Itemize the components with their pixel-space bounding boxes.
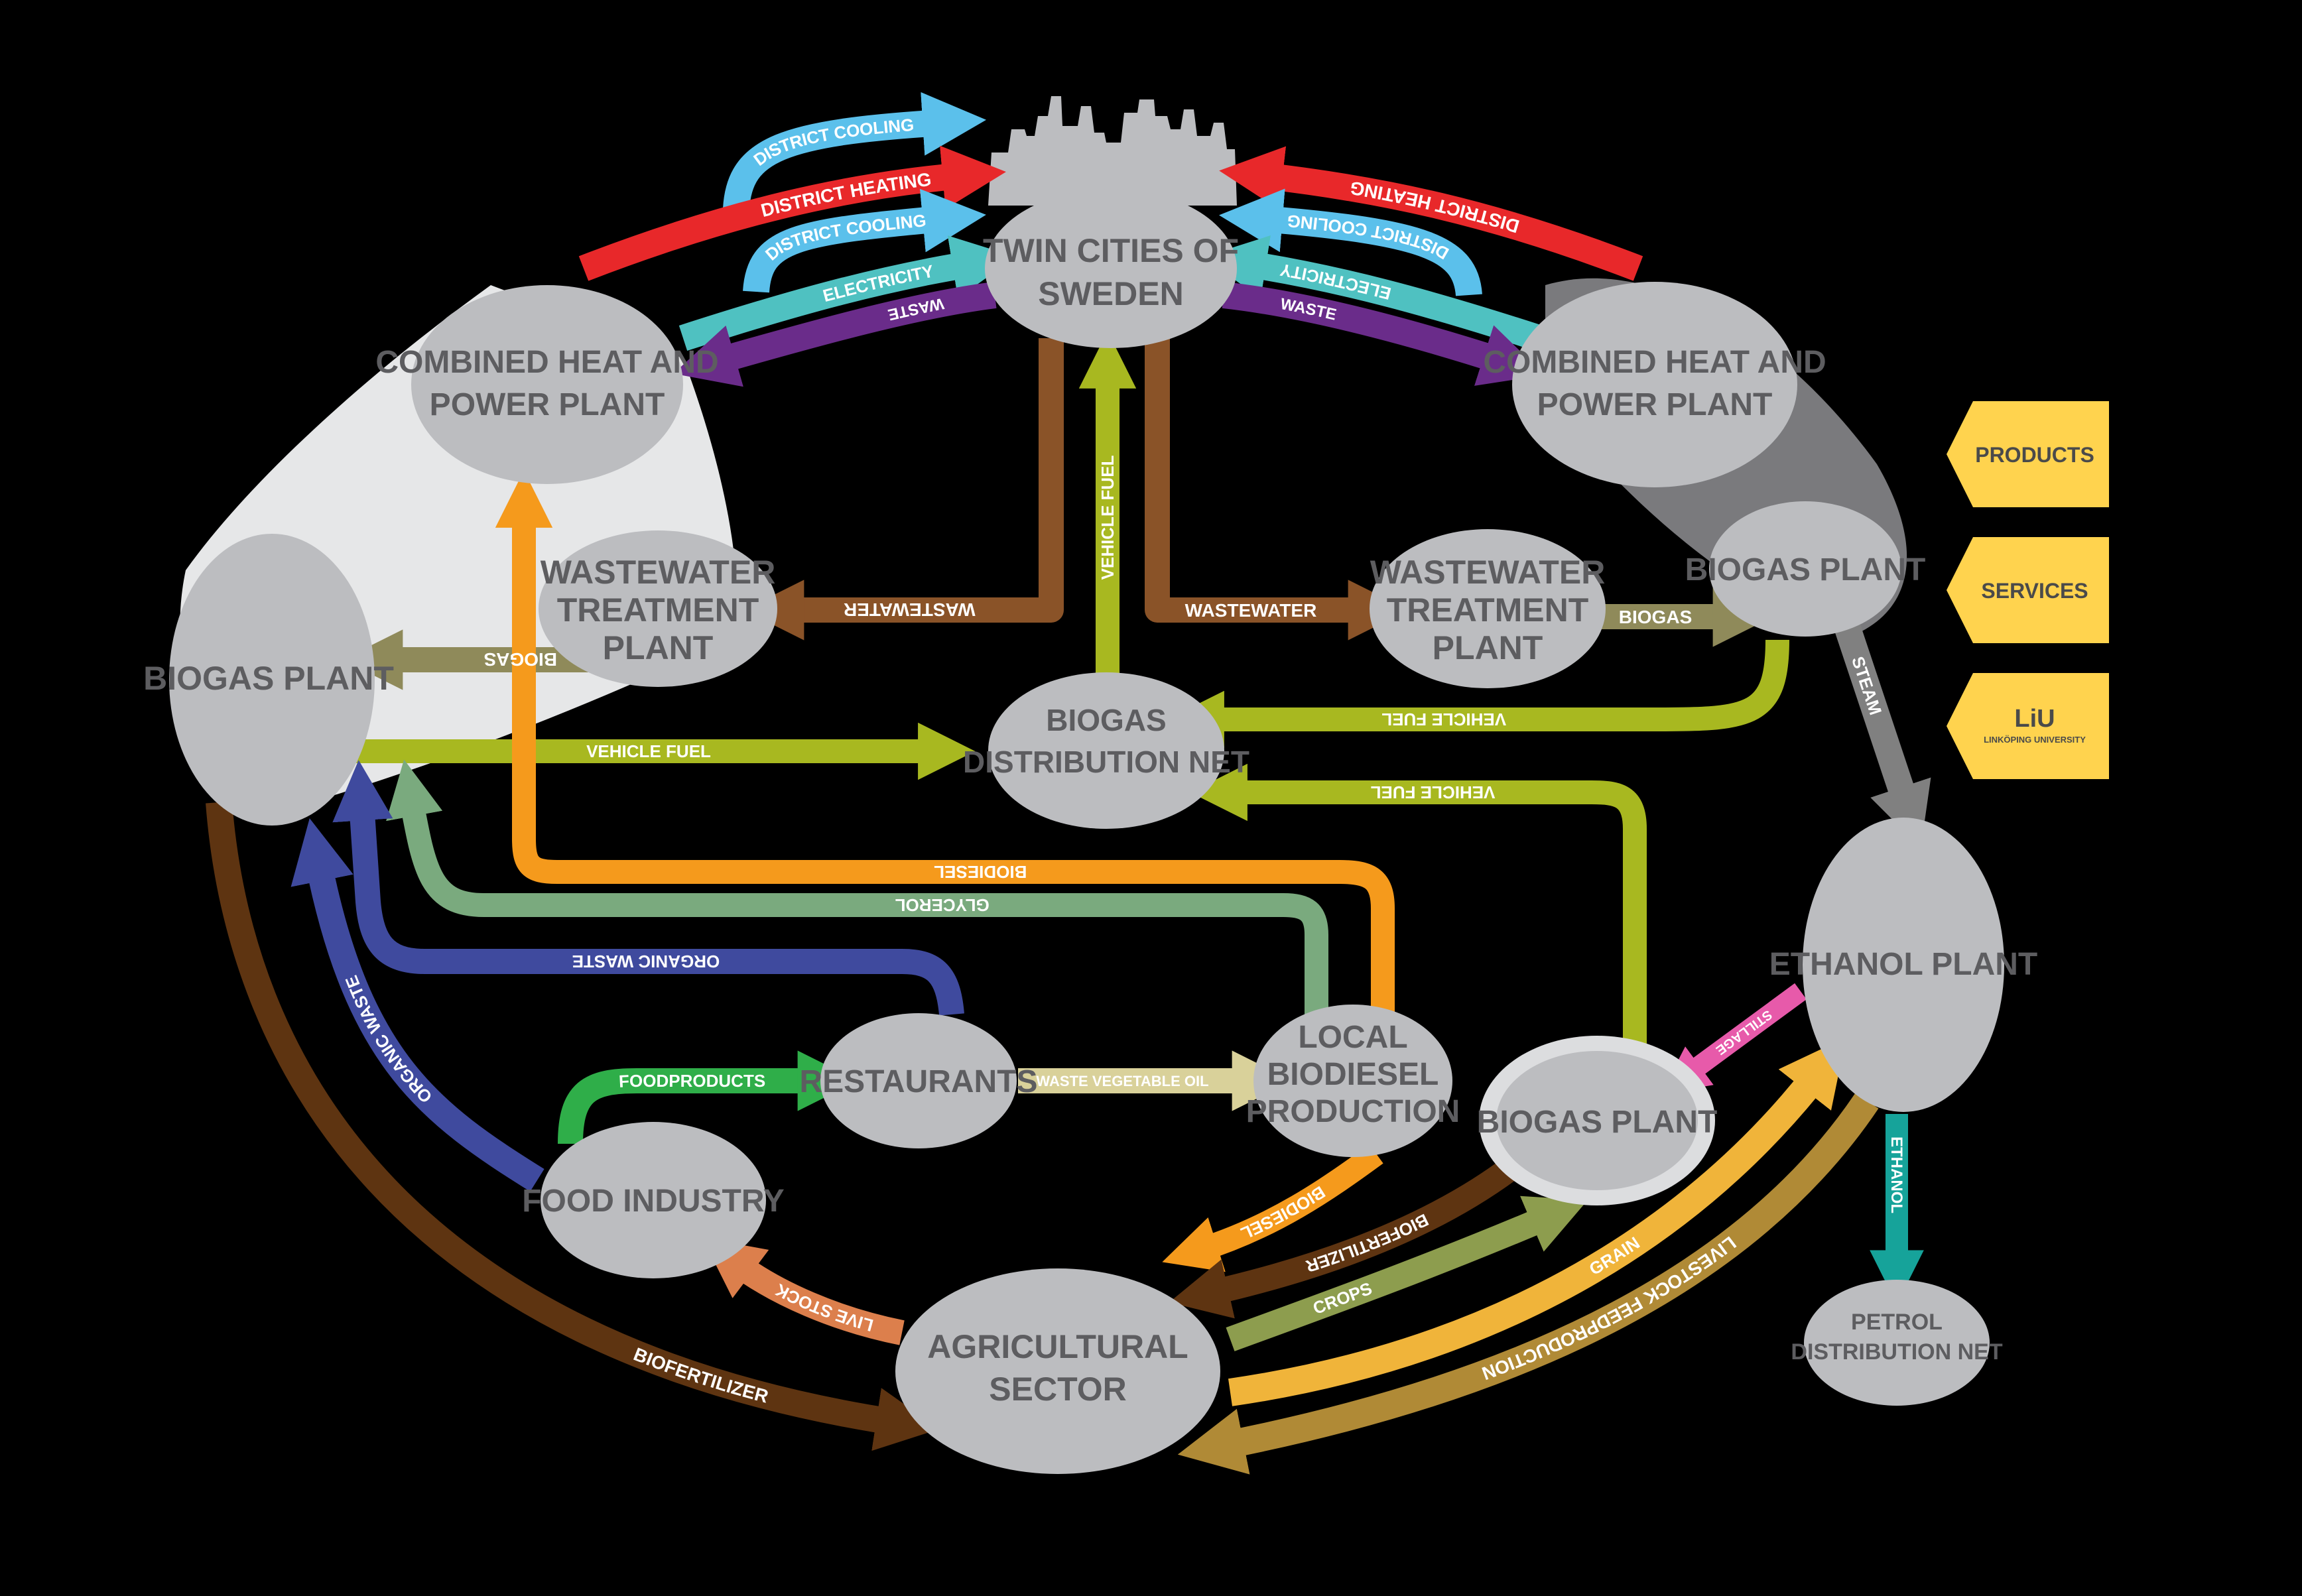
legend-services-label: SERVICES [1981, 579, 2088, 603]
flow-label-waste-vegetable-oil: WASTE VEGETABLE OIL [1036, 1073, 1208, 1089]
legend: PRODUCTS SERVICES LiU LINKÖPING UNIVERSI… [1947, 401, 2109, 779]
flow-label-biogas-right: BIOGAS [1619, 607, 1693, 627]
node-chp-right: COMBINED HEAT AND POWER PLANT [1483, 282, 1826, 487]
flow-label-vehicle-fuel-bottom: VEHICLE FUEL [1370, 782, 1495, 802]
flow-label-glycerol: GLYCEROL [895, 895, 989, 915]
node-twin-cities: TWIN CITIES OF SWEDEN [983, 189, 1239, 348]
city-skyline-icon [988, 96, 1237, 206]
node-local-biodiesel-production: LOCAL BIODIESEL PRODUCTION [1246, 1005, 1460, 1157]
node-label-line: DISTRIBUTION NET [963, 745, 1249, 779]
node-biogas-distribution-net: BIOGAS DISTRIBUTION NET [963, 672, 1249, 829]
flow-label-wastewater-left: WASTEWATER [844, 599, 976, 620]
flow-label-vehicle-fuel-city: VEHICLE FUEL [1098, 455, 1118, 580]
node-agricultural-sector: AGRICULTURAL SECTOR [895, 1268, 1220, 1474]
node-ethanol-plant: ETHANOL PLANT [1769, 818, 2037, 1112]
flow-label-organic-waste-horizontal: ORGANIC WASTE [572, 951, 720, 971]
flow-label-ethanol: ETHANOL [1887, 1136, 1905, 1213]
node-label-line: COMBINED HEAT AND [1483, 345, 1826, 380]
node-label-line: PETROL [1851, 1310, 1943, 1335]
node-label-line: WASTEWATER [541, 554, 776, 591]
node-label-line: TWIN CITIES OF [983, 232, 1239, 269]
legend-services: SERVICES [1947, 537, 2109, 643]
legend-products: PRODUCTS [1947, 401, 2109, 507]
flow-label-biofertilizer-left: BIOFERTILIZER [631, 1343, 771, 1406]
flow-label-vehicle-fuel-right: VEHICLE FUEL [1381, 709, 1506, 729]
flow-label-biogas-left: BIOGAS [484, 649, 558, 670]
node-label-line: BIOGAS PLANT [1685, 552, 1926, 587]
liu-logo: LiU [2014, 705, 2055, 733]
node-label-line: FOOD INDUSTRY [522, 1184, 785, 1219]
flow-label-stillage: STILLAGE [1713, 1007, 1775, 1058]
node-petrol-distribution-net: PETROL DISTRIBUTION NET [1791, 1280, 2003, 1406]
node-label-line: PLANT [1433, 629, 1543, 666]
node-wastewater-treatment-right: WASTEWATER TREATMENT PLANT [1370, 529, 1606, 688]
node-restaurants: RESTAURANTS [799, 1013, 1038, 1148]
node-label-line: SECTOR [989, 1371, 1126, 1408]
node-label-line: BIOGAS PLANT [143, 660, 394, 697]
node-label-line: LOCAL [1298, 1020, 1407, 1055]
flow-label-wastewater-right: WASTEWATER [1185, 600, 1317, 621]
node-label-line: POWER PLANT [430, 387, 665, 422]
liu-name: LINKÖPING UNIVERSITY [1984, 735, 2086, 745]
node-label-line: COMBINED HEAT AND [375, 345, 718, 380]
node-label-line: DISTRIBUTION NET [1791, 1339, 2002, 1365]
node-label-line: BIOGAS [1046, 703, 1166, 737]
node-label-line: BIOGAS PLANT [1477, 1105, 1718, 1140]
node-biogas-plant-left: BIOGAS PLANT [143, 534, 394, 826]
wastewater-arrow-left [786, 338, 1051, 610]
glycerol-arrow [411, 799, 1316, 1034]
steam-arrow [1847, 627, 1907, 806]
node-label-line: WASTEWATER [1370, 554, 1606, 591]
node-label-line: PLANT [603, 629, 714, 666]
node-label-line: TREATMENT [1387, 591, 1589, 629]
legend-liu: LiU LINKÖPING UNIVERSITY [1947, 673, 2109, 779]
vehicle-fuel-arrow-bottom [1230, 792, 1635, 1054]
flow-label-organic-waste-diagonal: ORGANIC WASTE [341, 973, 436, 1107]
flow-label-biodiesel-bottom: BIODIESEL [1238, 1182, 1328, 1244]
flow-label-biodiesel-top: BIODIESEL [934, 862, 1027, 882]
node-label-line: SWEDEN [1038, 275, 1183, 312]
node-label-line: PRODUCTION [1246, 1094, 1460, 1129]
node-label-line: ETHANOL PLANT [1769, 947, 2037, 982]
flow-label-foodproducts: FOODPRODUCTS [618, 1071, 765, 1091]
node-label-line: POWER PLANT [1537, 387, 1773, 422]
node-biogas-plant-bottom: BIOGAS PLANT [1477, 1036, 1718, 1205]
node-food-industry: FOOD INDUSTRY [522, 1122, 785, 1278]
node-label-line: TREATMENT [557, 591, 759, 629]
node-label-line: AGRICULTURAL [927, 1328, 1188, 1365]
node-chp-left: COMBINED HEAT AND POWER PLANT [375, 285, 719, 484]
node-label-line: RESTAURANTS [799, 1064, 1037, 1099]
wastewater-arrow-right [1157, 338, 1366, 610]
legend-products-label: PRODUCTS [1975, 443, 2094, 467]
node-label-line: BIODIESEL [1267, 1057, 1439, 1092]
node-biogas-plant-right: BIOGAS PLANT [1685, 501, 1926, 637]
flow-label-crops: CROPS [1311, 1278, 1375, 1318]
node-wastewater-treatment-left: WASTEWATER TREATMENT PLANT [539, 530, 777, 687]
flow-label-vehicle-fuel-left: VEHICLE FUEL [586, 741, 711, 761]
